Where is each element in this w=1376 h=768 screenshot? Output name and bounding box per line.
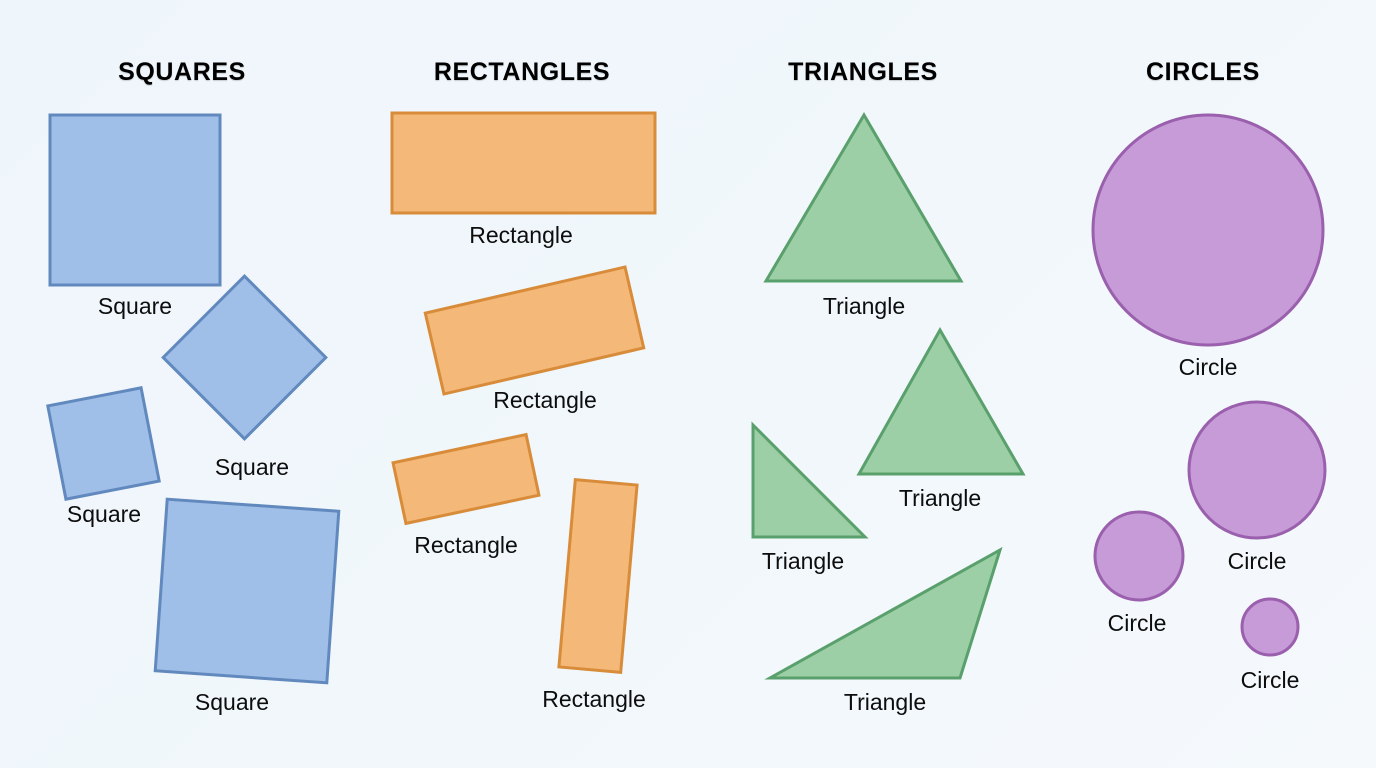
circle-shape [1093, 510, 1185, 602]
column-title-circles: CIRCLES [1146, 58, 1260, 86]
triangle-label: Triangle [822, 293, 906, 319]
triangle-label: Triangle [898, 485, 982, 511]
triangle-shape [764, 546, 1003, 680]
triangle-shape [751, 421, 869, 539]
column-title-rectangles: RECTANGLES [433, 58, 611, 86]
triangle-label: Triangle [761, 548, 845, 574]
rectangle-label: Rectangle [493, 387, 597, 413]
circle-shape [1091, 113, 1325, 347]
square-shape [161, 274, 328, 441]
triangle-shape [856, 326, 1026, 476]
square-shape [153, 497, 341, 685]
circle-label: Circle [1240, 667, 1300, 693]
circle-shape [1187, 400, 1327, 540]
square-label: Square [66, 501, 142, 527]
circle-shape [1240, 597, 1300, 657]
rectangle-label: Rectangle [469, 222, 573, 248]
square-label: Square [194, 689, 270, 715]
rectangle-shape [557, 478, 639, 674]
circle-label: Circle [1227, 548, 1287, 574]
triangle-shape [763, 112, 964, 283]
square-shape [46, 386, 161, 501]
triangle-label: Triangle [843, 689, 927, 715]
rectangle-label: Rectangle [542, 686, 646, 712]
square-label: Square [214, 454, 290, 480]
rectangle-shape [391, 432, 541, 526]
rectangle-label: Rectangle [414, 532, 518, 558]
circle-label: Circle [1178, 354, 1238, 380]
rectangle-shape [390, 111, 657, 215]
rectangle-shape [423, 265, 646, 396]
square-label: Square [97, 293, 173, 319]
circle-label: Circle [1107, 610, 1167, 636]
column-title-squares: SQUARES [118, 58, 246, 86]
column-title-triangles: TRIANGLES [788, 58, 938, 86]
square-shape [48, 113, 222, 287]
